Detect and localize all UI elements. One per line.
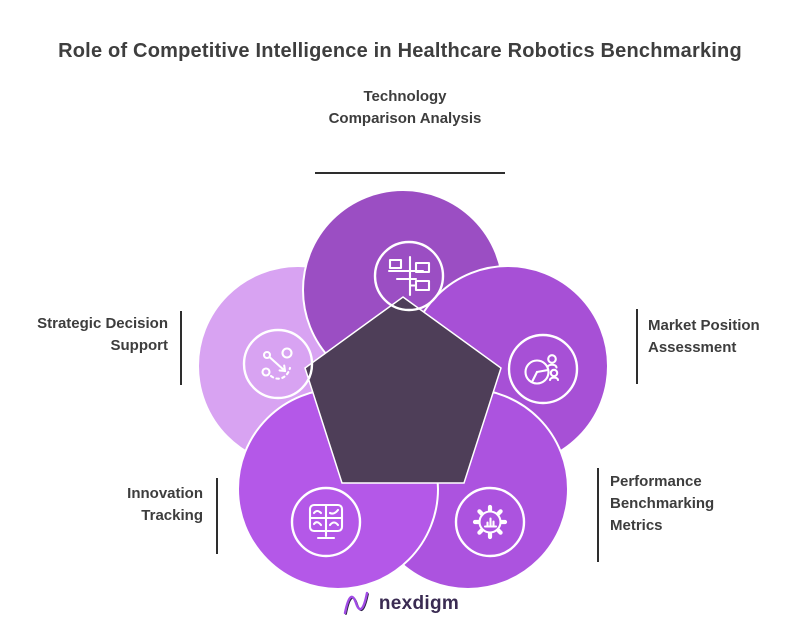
label-performance-benchmarking-metrics: Performance Benchmarking Metrics [610,473,715,534]
left-label-rule [180,311,182,385]
icon-ring-bottom-right [454,486,526,558]
label-market-position-assessment: Market Position Assessment [648,317,760,356]
label-strategic-decision-support: Strategic Decision Support [37,315,168,354]
strategy-arrow-icon [261,347,293,380]
icon-ring-top [373,240,445,312]
page-title: Role of Competitive Intelligence in Heal… [58,40,742,62]
icon-ring-left [242,328,314,400]
top-label-underline [315,172,505,174]
monitor-chart-icon [308,503,344,540]
label-technology-comparison-analysis: Technology Comparison Analysis [328,88,482,127]
pie-people-icon [524,354,560,385]
right-label-rule [636,309,638,384]
nexdigm-logo-mark [343,591,369,615]
nexdigm-logo-text: nexdigm [378,593,460,614]
bottom-right-label-rule [597,468,599,562]
footer: nexdigm [0,588,800,620]
label-innovation-tracking: Innovation Tracking [127,485,203,524]
icon-ring-bottom-left [290,486,362,558]
flowchart-icon [387,255,431,297]
center-pentagon [304,296,502,484]
gear-chart-icon [472,504,508,540]
bottom-left-label-rule [216,478,218,554]
icon-ring-right [507,333,579,405]
